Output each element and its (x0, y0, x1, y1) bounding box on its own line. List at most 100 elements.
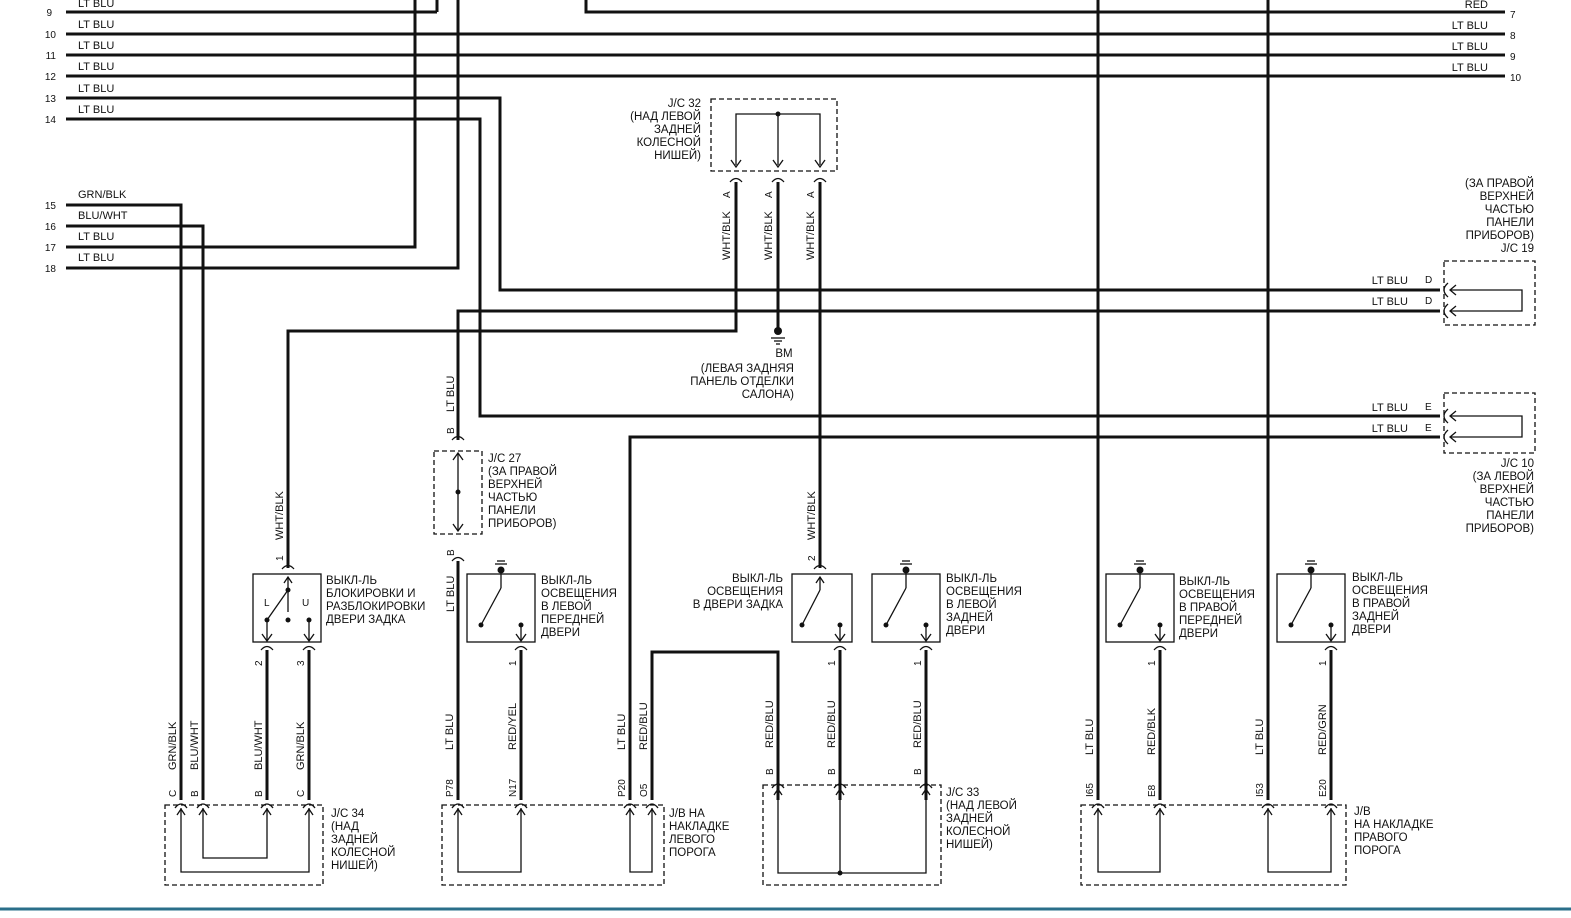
jc32-caption: J/C 32 (668, 98, 701, 110)
jc34-wire-label: BLU/WHT (253, 720, 265, 770)
jc33-caption: (НАД ЛЕВОЙ (946, 799, 1017, 812)
jc33-caption: НИШЕЙ) (946, 838, 993, 851)
switch-caption: ЗАДНЕЙ (946, 611, 993, 624)
jb-right-wire-label: RED/GRN (1317, 704, 1329, 755)
left-pin: 10 (45, 30, 57, 41)
jb-right-caption: ПРАВОГО (1354, 832, 1408, 844)
jc34-pin: B (254, 790, 265, 797)
switch-caption: ОСВЕЩЕНИЯ (541, 588, 617, 600)
jc19-wire-label: LT BLU (1372, 296, 1408, 308)
switch-caption: ОСВЕЩЕНИЯ (1179, 589, 1255, 601)
lock-caption: ВЫКЛ-ЛЬ (326, 575, 377, 587)
right-pin: 10 (1510, 73, 1522, 84)
ground-caption: (ЛЕВАЯ ЗАДНЯЯ (701, 363, 794, 375)
switch-caption: ДВЕРИ (541, 627, 580, 639)
right-pin: 8 (1510, 31, 1516, 42)
jb-right-pin: E20 (1318, 779, 1329, 797)
jc34-caption: J/C 34 (331, 808, 365, 820)
left-wire-label: LT BLU (78, 0, 114, 10)
jb-left-wire-label: RED/YEL (507, 703, 519, 750)
jc33-pin: B (827, 768, 838, 775)
jc33-pin: B (765, 768, 776, 775)
jc19-caption: (ЗА ПРАВОЙ (1465, 177, 1534, 190)
jc19-caption: J/C 19 (1501, 243, 1534, 255)
jc32-caption: ЗАДНЕЙ (654, 123, 701, 136)
jc32-caption: НИШЕЙ) (654, 149, 701, 162)
jb-left-pin: N17 (508, 778, 519, 797)
jc32-pin: A (722, 191, 733, 198)
right-connector: RED 7 LT BLU 8 LT BLU 9 LT BLU 10 (584, 0, 1522, 800)
jc34-wire-label: GRN/BLK (295, 721, 307, 770)
jb-right-pin: I53 (1255, 783, 1266, 797)
jc34-junction: GRN/BLK BLU/WHT BLU/WHT GRN/BLK C B B C … (164, 720, 395, 886)
jc10-caption: ВЕРХНЕЙ (1480, 483, 1534, 496)
jc33-pin: B (913, 768, 924, 775)
jc10-caption: ПАНЕЛИ (1486, 510, 1534, 522)
jc33-wire-label: RED/BLU (826, 700, 838, 748)
jc10-pin: E (1425, 423, 1432, 434)
left-wire-label: LT BLU (78, 252, 114, 264)
left-pin: 15 (45, 201, 57, 212)
switch-caption: ПЕРЕДНЕЙ (541, 613, 604, 626)
jc34-pin: C (296, 790, 307, 797)
jb-right-caption: J/B (1354, 806, 1371, 818)
jc19-caption: ЧАСТЬЮ (1485, 204, 1535, 216)
jc27-wire-label: LT BLU (445, 376, 457, 412)
switch-pin: 1 (508, 660, 519, 666)
jc27-caption: ПАНЕЛИ (488, 505, 536, 517)
left-wire-label: BLU/WHT (78, 210, 128, 222)
jb-left-caption: ПОРОГА (669, 847, 716, 859)
jc19-wire-label: LT BLU (1372, 275, 1408, 287)
jc32-caption: КОЛЕСНОЙ (637, 136, 701, 149)
jc34-pin: C (168, 790, 179, 797)
ground-bm: BM (ЛЕВАЯ ЗАДНЯЯ ПАНЕЛЬ ОТДЕЛКИ САЛОНА) (690, 327, 794, 401)
jc10-caption: ПРИБОРОВ) (1466, 523, 1535, 535)
jb-left-pin: P20 (617, 779, 628, 797)
jc32-wire-label: WHT/BLK (763, 210, 775, 260)
jb-right-pin: E8 (1147, 784, 1158, 797)
light-switch-right-front-door: 1 ВЫКЛ-ЛЬ ОСВЕЩЕНИЯ В ПРАВОЙ ПЕРЕДНЕЙ ДВ… (1105, 560, 1255, 666)
jc33-junction: RED/BLU RED/BLU RED/BLU B B B J/C 33 (НА… (762, 700, 1017, 886)
jc33-caption: КОЛЕСНОЙ (946, 825, 1010, 838)
left-wire-label: LT BLU (78, 104, 114, 116)
switch-caption: ВЫКЛ-ЛЬ (1179, 576, 1230, 588)
left-pin: 12 (45, 72, 57, 83)
right-pin: 9 (1510, 52, 1516, 63)
jc32-caption: (НАД ЛЕВОЙ (630, 110, 701, 123)
switch-caption: ОСВЕЩЕНИЯ (946, 586, 1022, 598)
jb-left-wire-label: RED/BLU (638, 702, 650, 750)
right-pin: 7 (1510, 10, 1516, 21)
jc32-wire-label: WHT/BLK (721, 210, 733, 260)
jb-left-wire-label: LT BLU (616, 714, 628, 750)
switch-caption: ВЫКЛ-ЛЬ (732, 573, 783, 585)
jb-right-wire-label: LT BLU (1254, 719, 1266, 755)
jc27-junction: B LT BLU B LT BLU J/C 27 (ЗА ПРАВОЙ ВЕРХ… (433, 376, 557, 612)
jb-right-pin: I65 (1085, 783, 1096, 797)
jc34-caption: ЗАДНЕЙ (331, 833, 378, 846)
left-connector: 9 LT BLU 10 LT BLU 1 1 LT BLU 12 LT BLU 1… (45, 0, 1505, 800)
jb-left-caption: ЛЕВОГО (669, 834, 715, 846)
lock-caption: РАЗБЛОКИРОВКИ (326, 601, 425, 613)
jc27-pin: B (446, 427, 457, 434)
right-wire-label: LT BLU (1452, 20, 1488, 32)
jc32-pin: A (764, 191, 775, 198)
jc27-caption: J/C 27 (488, 453, 521, 465)
jc19-caption: ВЕРХНЕЙ (1480, 190, 1534, 203)
jc27-caption: (ЗА ПРАВОЙ (488, 465, 557, 478)
left-wire-label: LT BLU (78, 83, 114, 95)
left-pin: 14 (45, 115, 57, 126)
switch-caption: В ДВЕРИ ЗАДКА (693, 599, 784, 611)
switch-pin: 1 (913, 660, 924, 666)
lock-pin: 3 (296, 660, 307, 666)
jc34-caption: НИШЕЙ) (331, 859, 378, 872)
ground-caption: BM (775, 348, 792, 360)
jc19-pin: D (1425, 275, 1432, 286)
jc34-pin: B (190, 790, 201, 797)
switch-pin: 1 (827, 660, 838, 666)
left-pin: 9 (46, 8, 52, 19)
jc27-wire-label: LT BLU (445, 576, 457, 612)
left-wire-label: GRN/BLK (78, 189, 127, 201)
jc27-caption: ЧАСТЬЮ (488, 492, 538, 504)
jc10-wire-label: LT BLU (1372, 402, 1408, 414)
right-wire-label: LT BLU (1452, 62, 1488, 74)
